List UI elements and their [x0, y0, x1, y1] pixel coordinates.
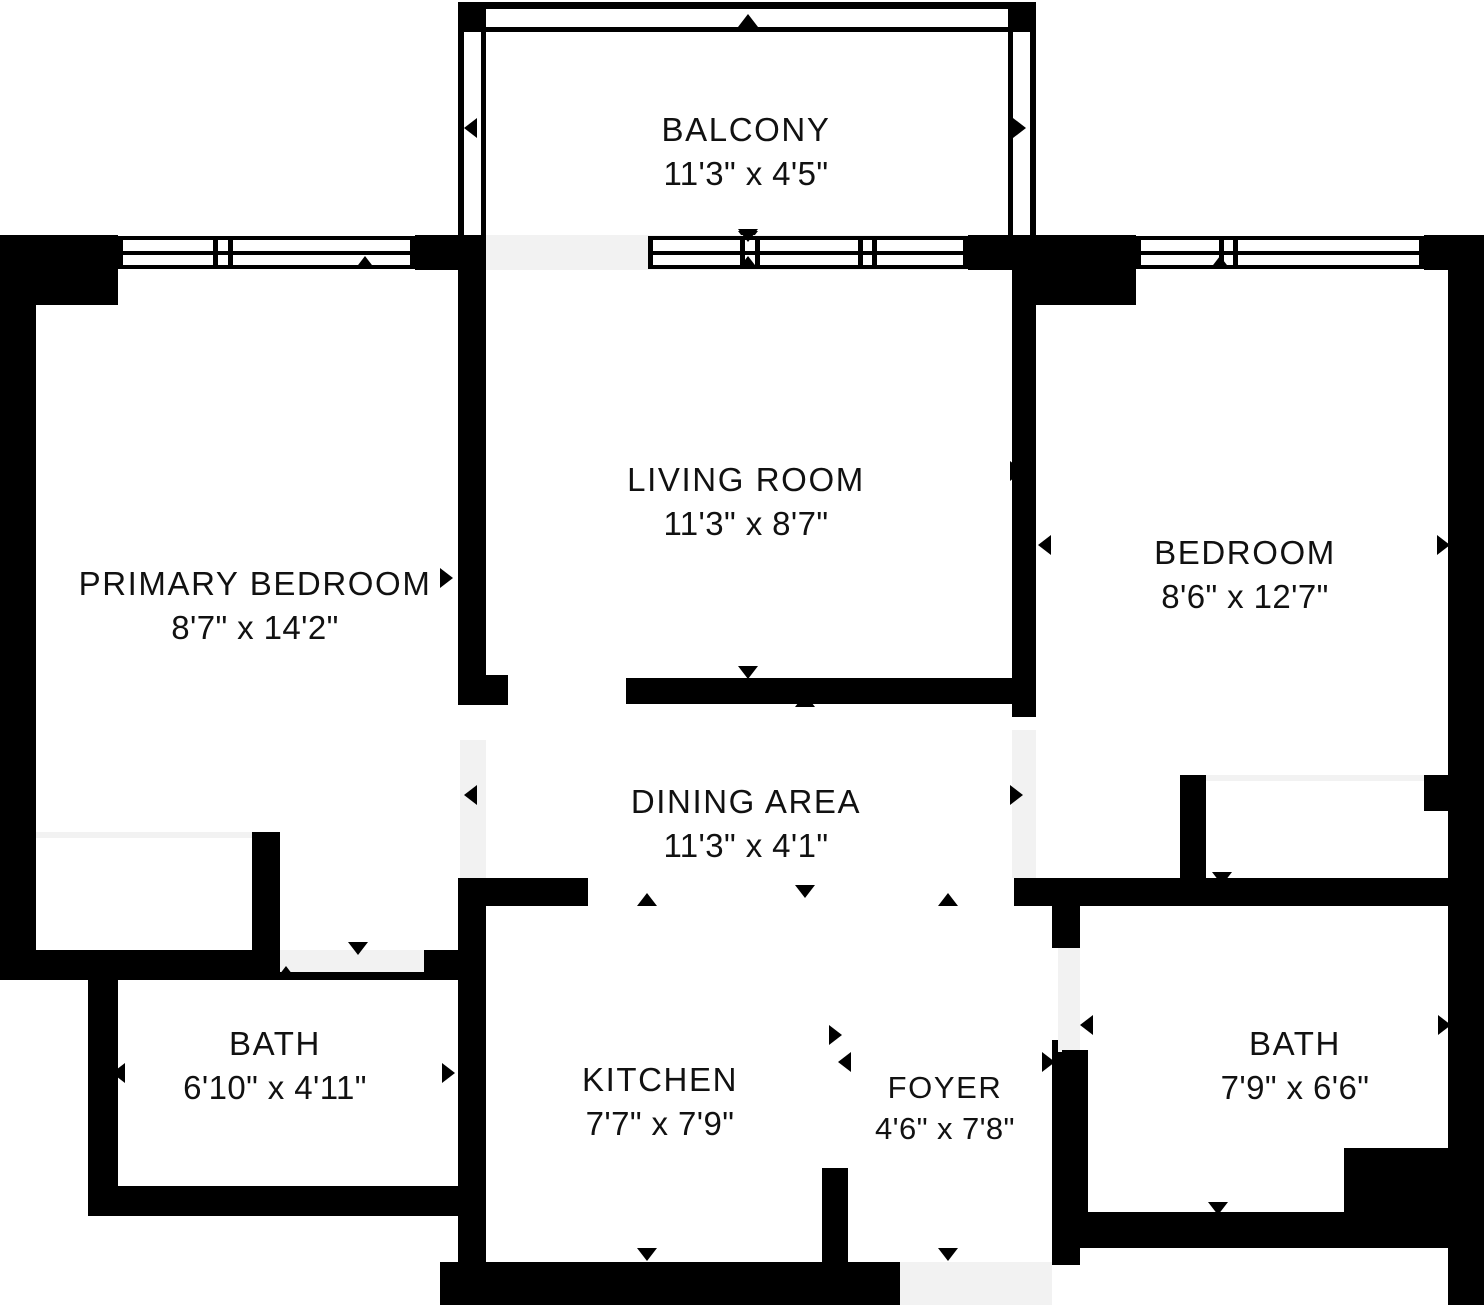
room-label-kitchen: KITCHEN 7'7" x 7'9" [470, 1058, 850, 1145]
dim-marker-bedroom-right [1437, 535, 1450, 555]
dim-marker-balcony-right [1013, 118, 1026, 138]
interior-wall-living-dining-divider [626, 678, 1032, 704]
exterior-wall-top-right-block [1032, 235, 1136, 305]
dim-marker-living-room-slider [738, 229, 758, 242]
closet-bedroom-right-nub [1424, 775, 1448, 811]
dim-marker-balcony-top [738, 14, 758, 27]
dim-marker-bath-right-west [1080, 1015, 1093, 1035]
balcony-corner-left [458, 2, 486, 28]
room-label-bath-left: BATH 6'10" x 4'11" [110, 1022, 440, 1109]
room-name-foyer: FOYER [887, 1070, 1003, 1105]
dim-marker-bath-left-top [276, 966, 296, 979]
dim-marker-bath-right-bottom [1208, 1202, 1228, 1215]
window-primary-bedroom [118, 236, 415, 269]
room-label-living-room: LIVING ROOM 11'3" x 8'7" [546, 458, 946, 545]
dim-marker-bath-left-closet [348, 942, 368, 955]
room-dimensions-bath-right: 7'9" x 6'6" [1220, 1068, 1370, 1106]
dim-marker-foyer-bottom [938, 1248, 958, 1261]
dim-marker-primary-bedroom-top [355, 256, 375, 269]
interior-wall-foyer-left [822, 1168, 848, 1268]
dim-marker-living-room-bottom [738, 666, 758, 679]
balcony-railing-right [1030, 2, 1036, 240]
dim-marker-bedroom-top [1210, 256, 1230, 269]
dim-marker-bedroom-left [1038, 535, 1051, 555]
dim-marker-foyer-left [838, 1052, 851, 1072]
interior-wall-bath-right-top [1014, 878, 1448, 906]
room-label-foyer: FOYER 4'6" x 7'8" [790, 1068, 1100, 1150]
closet-primary-bedroom-right-wall [252, 832, 280, 967]
interior-wall-kitchen-left [458, 960, 486, 1280]
exterior-wall-right [1448, 235, 1484, 1305]
dim-marker-primary-bedroom-right [440, 568, 453, 588]
balcony-railing-left-inner [481, 27, 486, 240]
interior-wall-primary-bedroom-right-lower [458, 675, 508, 705]
room-dimensions-dining-area: 11'3" x 4'1" [663, 826, 829, 864]
interior-wall-bath-left-bottom [88, 1186, 460, 1216]
room-label-primary-bedroom: PRIMARY BEDROOM 8'7" x 14'2" [55, 562, 455, 649]
exterior-wall-left-lower-return [0, 950, 118, 980]
balcony-railing-top-inner [458, 27, 1036, 32]
exterior-wall-pier-right [968, 235, 1032, 270]
dim-marker-bath-left-west [112, 1063, 125, 1083]
room-label-bedroom: BEDROOM 8'6" x 12'7" [1055, 531, 1435, 618]
room-name-balcony: BALCONY [661, 111, 831, 148]
room-dimensions-foyer: 4'6" x 7'8" [875, 1110, 1015, 1146]
dim-marker-living-room-top [738, 256, 758, 269]
dim-marker-dining-top [795, 694, 815, 707]
room-dimensions-primary-bedroom: 8'7" x 14'2" [171, 608, 339, 646]
closet-bedroom-top-line [1206, 775, 1448, 781]
window-bedroom [1136, 236, 1424, 269]
room-name-dining-area: DINING AREA [630, 783, 862, 820]
room-name-bedroom: BEDROOM [1154, 534, 1336, 571]
interior-wall-kitchen-left-upper [458, 878, 486, 964]
dim-marker-kitchen-bottom [637, 1248, 657, 1261]
room-name-living-room: LIVING ROOM [627, 461, 865, 498]
room-dimensions-bath-left: 6'10" x 4'11" [183, 1068, 367, 1106]
dim-marker-balcony-left [464, 118, 477, 138]
room-label-dining-area: DINING AREA 11'3" x 4'1" [546, 780, 946, 867]
dining-left-opening [460, 740, 486, 880]
bath-left-door-opening [280, 950, 424, 972]
interior-wall-bath-right-left-nub [1052, 906, 1080, 948]
interior-wall-bath-right-bottom-left [1062, 1050, 1088, 1248]
dim-marker-dining-bottom [795, 885, 815, 898]
bath-right-corner-block [1344, 1148, 1448, 1248]
closet-bedroom-left-wall [1180, 775, 1206, 883]
balcony-railing-right-inner [1008, 27, 1013, 240]
room-dimensions-balcony: 11'3" x 4'5" [663, 154, 829, 192]
dim-marker-dining-left [464, 785, 477, 805]
dim-marker-foyer-right [1042, 1052, 1055, 1072]
dim-marker-primary-bedroom-left [22, 568, 35, 588]
room-label-balcony: BALCONY 11'3" x 4'5" [546, 108, 946, 195]
dim-marker-kitchen-top [637, 893, 657, 906]
balcony-railing-top [458, 2, 1036, 9]
dim-marker-kitchen-right [829, 1025, 842, 1045]
room-dimensions-bedroom: 8'6" x 12'7" [1161, 577, 1329, 615]
dim-marker-foyer-top [938, 893, 958, 906]
window-living-room [648, 236, 968, 269]
room-name-bath-left: BATH [229, 1025, 321, 1062]
room-name-bath-right: BATH [1249, 1025, 1341, 1062]
room-name-kitchen: KITCHEN [581, 1061, 739, 1098]
foyer-entry-door-opening [900, 1262, 1052, 1305]
balcony-corner-right [1008, 2, 1036, 28]
room-dimensions-kitchen: 7'7" x 7'9" [585, 1104, 735, 1142]
dim-marker-dining-right [1010, 785, 1023, 805]
interior-wall-bedroom-left [1012, 265, 1036, 717]
room-name-primary-bedroom: PRIMARY BEDROOM [78, 565, 432, 602]
balcony-railing-left [458, 2, 464, 240]
dim-marker-bath-right-east [1438, 1015, 1451, 1035]
dim-marker-bath-right-top [1208, 893, 1228, 906]
room-dimensions-living-room: 11'3" x 8'7" [663, 504, 829, 542]
dim-marker-living-room-left [464, 461, 477, 481]
bath-right-door-opening [1058, 944, 1080, 1052]
interior-wall-kitchen-bottom [440, 1262, 900, 1305]
closet-primary-bedroom-top-line [36, 832, 268, 838]
dim-marker-bath-left-east [442, 1063, 455, 1083]
room-label-bath-right: BATH 7'9" x 6'6" [1130, 1022, 1460, 1109]
dim-marker-bath-left-bottom [276, 1196, 296, 1209]
dim-marker-kitchen-left [464, 1025, 477, 1045]
exterior-wall-left [0, 235, 36, 980]
